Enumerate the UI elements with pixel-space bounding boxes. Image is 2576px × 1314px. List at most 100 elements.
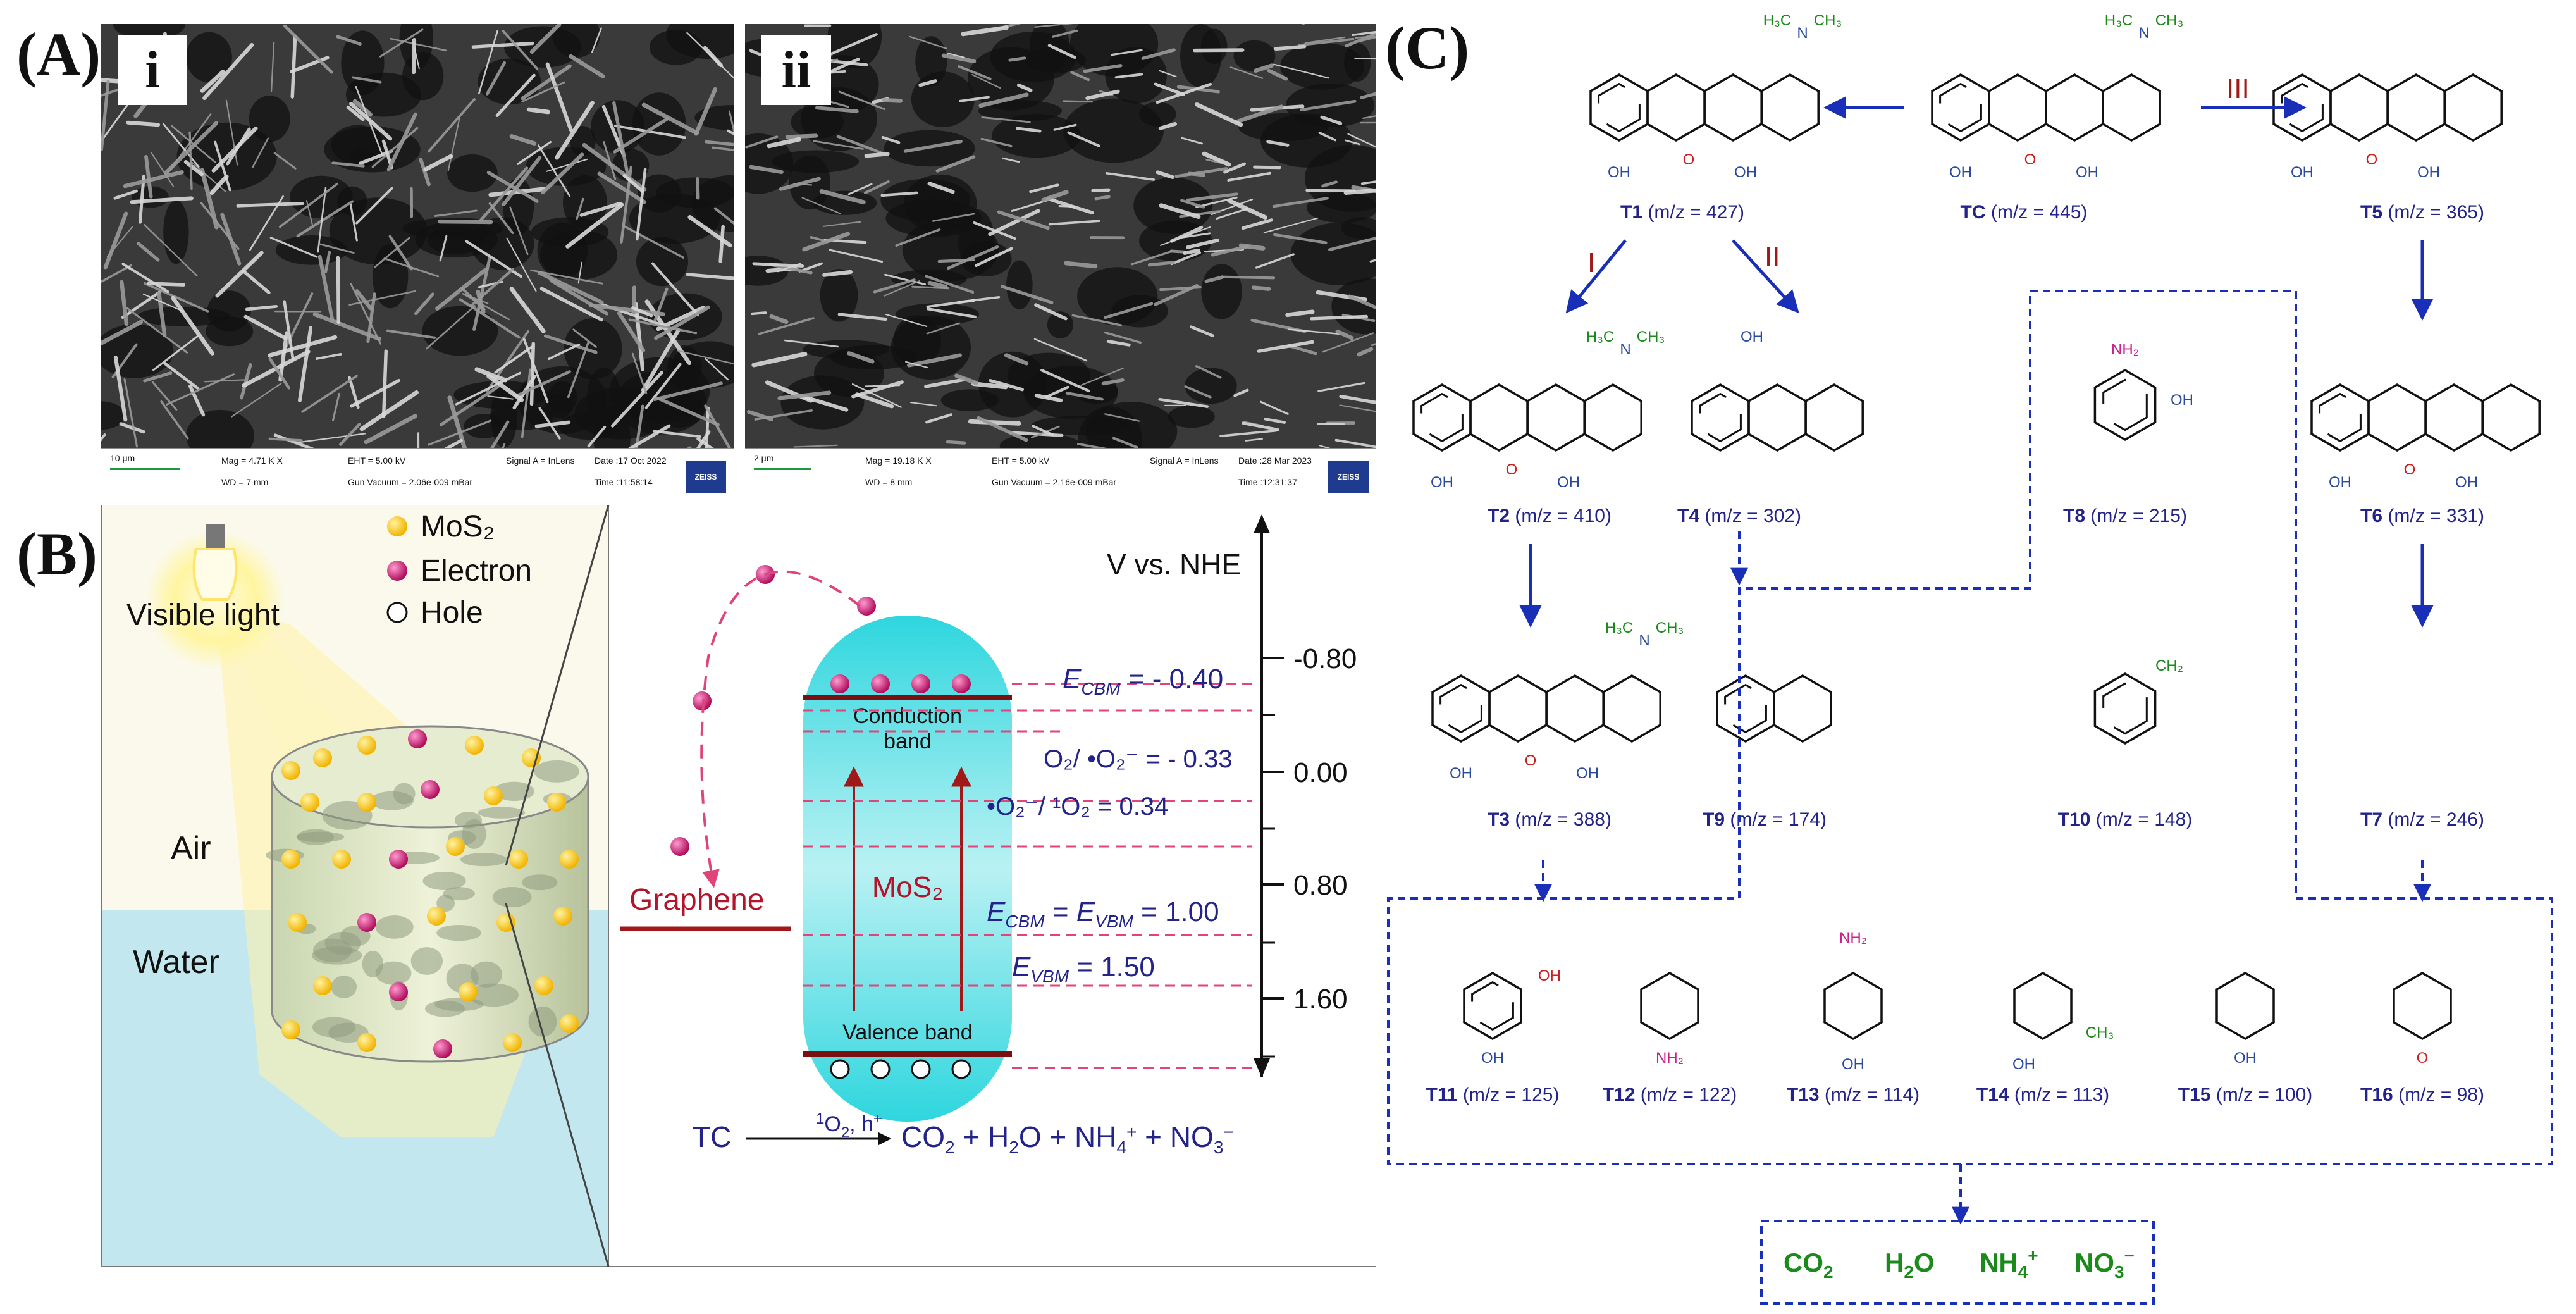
mos2-particle-icon (509, 850, 528, 869)
legend-mos2: MoS₂ (421, 510, 495, 543)
hole-icon (911, 1059, 931, 1079)
panel-label-c: (C) (1385, 14, 1470, 82)
visible-light-label: Visible light (126, 598, 280, 632)
conduction-band-label: Conduction (853, 704, 962, 728)
mos2-particle-icon (534, 976, 553, 995)
electron-icon (911, 674, 930, 693)
mos2-particle-icon (560, 850, 579, 869)
compound-label: T2 (m/z = 410) (1488, 505, 1612, 526)
compound-label: T15 (m/z = 100) (2178, 1084, 2313, 1105)
sem-image-ii: ii 2 μm Mag = 19.18 K X WD = 8 mm EHT = … (745, 24, 1376, 500)
substituent-label: O (2417, 1050, 2429, 1067)
sem-gun: Gun Vacuum = 2.16e-009 mBar (992, 477, 1117, 487)
substituent-label: CH₃ (2155, 12, 2183, 29)
substituent-label: OH (1481, 1050, 1504, 1067)
substituent-label: N (1620, 341, 1630, 358)
electron-icon (871, 674, 890, 693)
reaction-equation: TC 1O2, h+ CO2 + H2O + NH4+ + NO3− (693, 1097, 1234, 1157)
substituent-label: OH (1576, 765, 1599, 782)
substituent-label: OH (1431, 474, 1453, 491)
sem-corner-label: i (118, 35, 187, 105)
substituent-label: OH (2329, 474, 2351, 491)
substituent-label: H₃C (1586, 328, 1614, 345)
substituent-label: H₃C (2105, 12, 2133, 29)
electron-icon (693, 691, 712, 710)
mos2-particle-icon (357, 736, 376, 755)
sem-wd: WD = 8 mm (865, 477, 913, 487)
substituent-label: OH (2417, 164, 2440, 181)
substituent-label: O (1525, 752, 1537, 769)
fused-ring (1488, 674, 1548, 743)
substituent-label: OH (2012, 1056, 2035, 1073)
water-label: Water (133, 944, 219, 981)
sem-image-i: i 10 μm Mag = 4.71 K X WD = 7 mm EHT = 5… (101, 24, 734, 500)
route-ii-label: II (1765, 241, 1780, 272)
panel-b-diagram: Visible light MoS₂ Electron Hole Air Wat… (101, 505, 1376, 1267)
substituent-label: NH₂ (1839, 929, 1867, 946)
legend-hole: Hole (421, 596, 483, 629)
compound-label: T13 (m/z = 114) (1787, 1084, 1920, 1105)
substituent-label: CH₃ (2086, 1024, 2114, 1041)
electron-icon (421, 780, 440, 799)
electron-icon (357, 913, 376, 932)
fused-ring (1646, 73, 1706, 142)
band-diagram: Conduction band Valence band MoS₂ Graphe… (620, 514, 1357, 1157)
sem-gun: Gun Vacuum = 2.06e-009 mBar (348, 477, 473, 487)
route-iii-label: III (2226, 73, 2250, 104)
mos2-band-label: MoS₂ (872, 871, 943, 903)
substituent-label: O (1506, 461, 1518, 478)
sem-texture (101, 24, 734, 449)
product-h2o: H2O (1885, 1248, 1935, 1282)
compound-label: T9 (m/z = 174) (1703, 809, 1827, 830)
sem-info-bar: 10 μm Mag = 4.71 K X WD = 7 mm EHT = 5.0… (101, 448, 734, 500)
fused-ring (1747, 383, 1807, 452)
substituent-label: OH (1734, 164, 1757, 181)
ring-structure (1823, 971, 1883, 1041)
ring-structure (1463, 971, 1522, 1041)
mos2-particle-icon (313, 976, 332, 995)
fused-ring (1431, 674, 1491, 743)
product-no3: NO3− (2074, 1246, 2135, 1282)
mos2-particle-icon (484, 786, 503, 805)
aerogel-cylinder (266, 725, 589, 1063)
substituent-label: OH (1949, 164, 1972, 181)
fused-ring (1773, 674, 1832, 743)
ecbm-label: ECBM = - 0.40 (1063, 664, 1223, 698)
mos2-particle-icon (503, 1033, 522, 1052)
mos2-particle-icon (465, 736, 484, 755)
substituent-label: CH₃ (1814, 12, 1842, 29)
fused-ring (2310, 383, 2370, 452)
fused-ring (1412, 383, 1472, 452)
ring-structure (2093, 672, 2157, 745)
fused-ring (1760, 73, 1820, 142)
substituent-label: CH₂ (2155, 657, 2183, 674)
electron-icon (408, 729, 427, 748)
axis-tick-label: 0.80 (1293, 870, 1348, 901)
mos2-particle-icon (281, 1020, 300, 1039)
o2-level-label: O₂/ •O₂⁻ = - 0.33 (1044, 745, 1233, 773)
mos2-particle-icon (281, 850, 300, 869)
mos2-particle-icon (357, 1033, 376, 1052)
mos2-particle-icon (357, 793, 376, 812)
compound-label: T11 (m/z = 125) (1426, 1084, 1560, 1105)
electron-icon (433, 1039, 452, 1058)
compound-label: T10 (m/z = 148) (2058, 809, 2193, 830)
mos2-particle-icon (332, 850, 351, 869)
electron-icon (952, 674, 971, 693)
sem-scale-text: 10 μm (110, 453, 135, 463)
mos2-particle-icon (553, 907, 572, 926)
valence-band-label: Valence band (842, 1020, 972, 1044)
sem-scale-bar (754, 468, 811, 470)
route-i-label: I (1587, 247, 1595, 278)
substituent-label: OH (2291, 164, 2314, 181)
substituent-label: N (1639, 632, 1649, 649)
sem-corner-label: ii (761, 35, 831, 105)
fused-ring (2481, 383, 2541, 452)
sem-time: Time :11:58:14 (595, 477, 653, 487)
fused-ring (1703, 73, 1763, 142)
substituent-label: OH (2455, 474, 2478, 491)
electron-icon (830, 674, 849, 693)
fused-ring (1716, 674, 1775, 743)
fused-ring (1931, 73, 1990, 142)
mos2-particle-icon (547, 793, 566, 812)
